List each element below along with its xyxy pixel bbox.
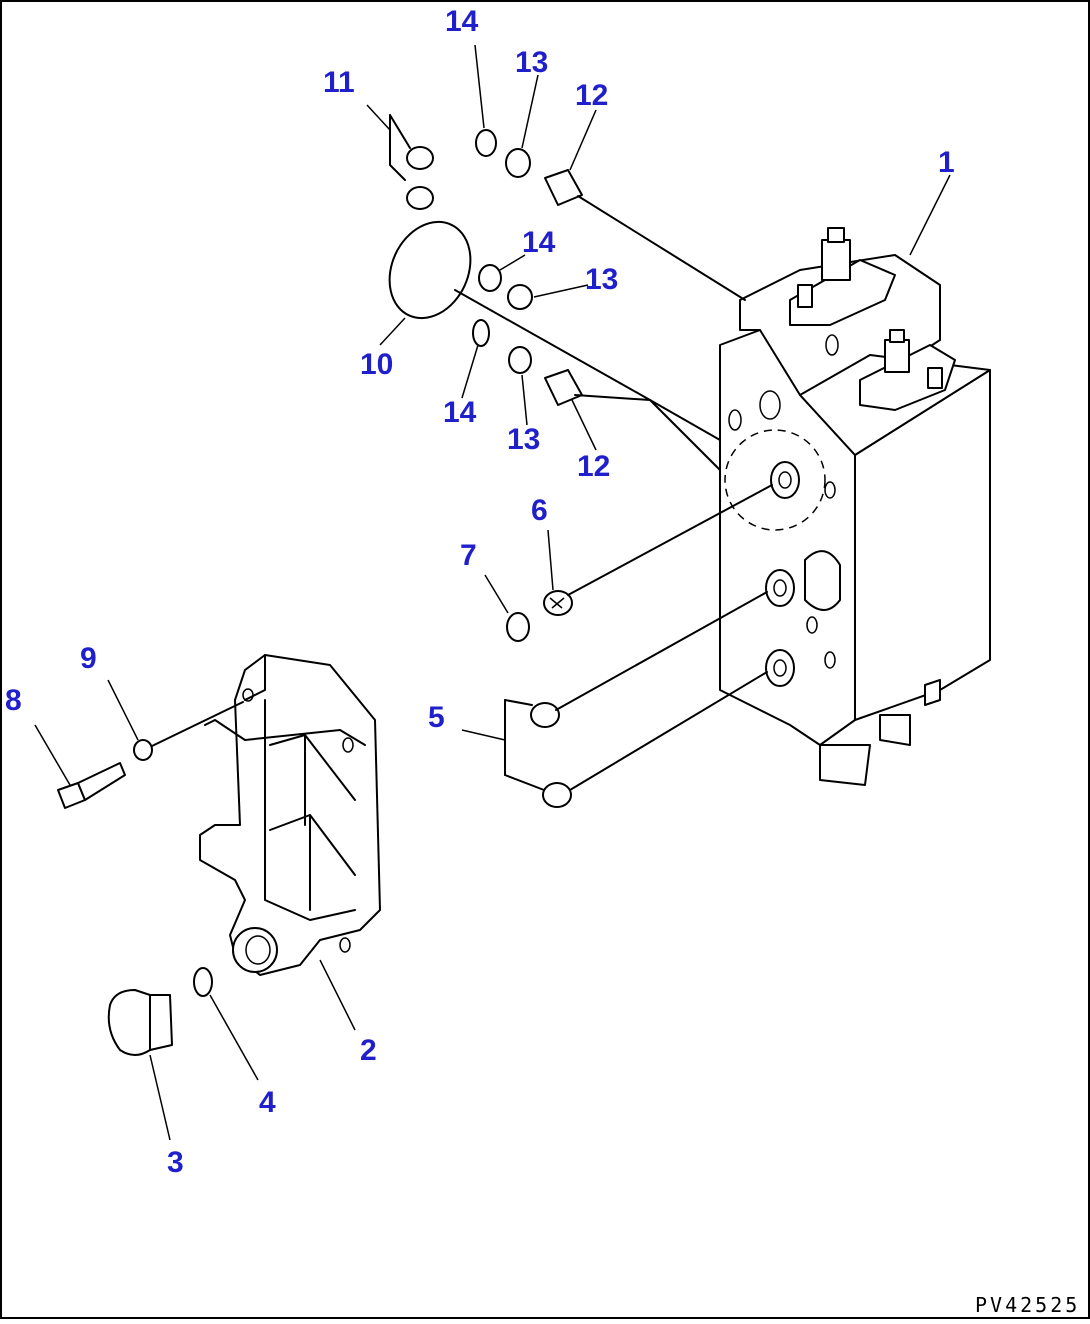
callout-13a: 13: [515, 46, 548, 79]
sleeve-part-12: [544, 169, 583, 406]
washer-part-9: [133, 739, 153, 761]
callout-14b: 14: [522, 226, 556, 259]
callout-9: 9: [80, 642, 97, 675]
gasket-part-10: [388, 220, 472, 320]
screw-part-6: [543, 590, 573, 616]
callout-14a: 14: [445, 5, 479, 38]
callout-12a: 12: [575, 79, 608, 112]
callout-7: 7: [460, 539, 477, 572]
cover-part: [199, 654, 381, 976]
callout-1: 1: [938, 146, 955, 179]
callout-3: 3: [167, 1146, 184, 1179]
o-ring-part-14: [472, 129, 502, 347]
assembly-lines: [34, 44, 951, 1141]
callout-8: 8: [5, 684, 22, 717]
callout-11: 11: [323, 66, 355, 99]
plug-part: [107, 989, 173, 1056]
plug-pair-part-11: [389, 114, 434, 210]
plug-group-part-5: [504, 699, 572, 808]
callout-13c: 13: [507, 423, 540, 456]
callout-6: 6: [531, 494, 548, 527]
callout-5: 5: [428, 701, 445, 734]
fitting-part-13: [505, 148, 533, 374]
callout-10: 10: [360, 348, 393, 381]
callout-13b: 13: [585, 263, 618, 296]
callout-12b: 12: [577, 450, 610, 483]
bolt-part-8: [57, 762, 126, 809]
callout-2: 2: [360, 1034, 377, 1067]
o-ring-part-7: [506, 612, 530, 642]
drawing-code: PV42525: [975, 1293, 1080, 1317]
callout-14c: 14: [443, 396, 477, 429]
callout-4: 4: [259, 1086, 276, 1119]
callout-labels: 1 2 3 4 5 6 7 8 9 10 11 12 12 13 13 13 1…: [5, 5, 955, 1179]
valve-body-part: [719, 227, 991, 786]
o-ring-part-4: [193, 967, 213, 997]
